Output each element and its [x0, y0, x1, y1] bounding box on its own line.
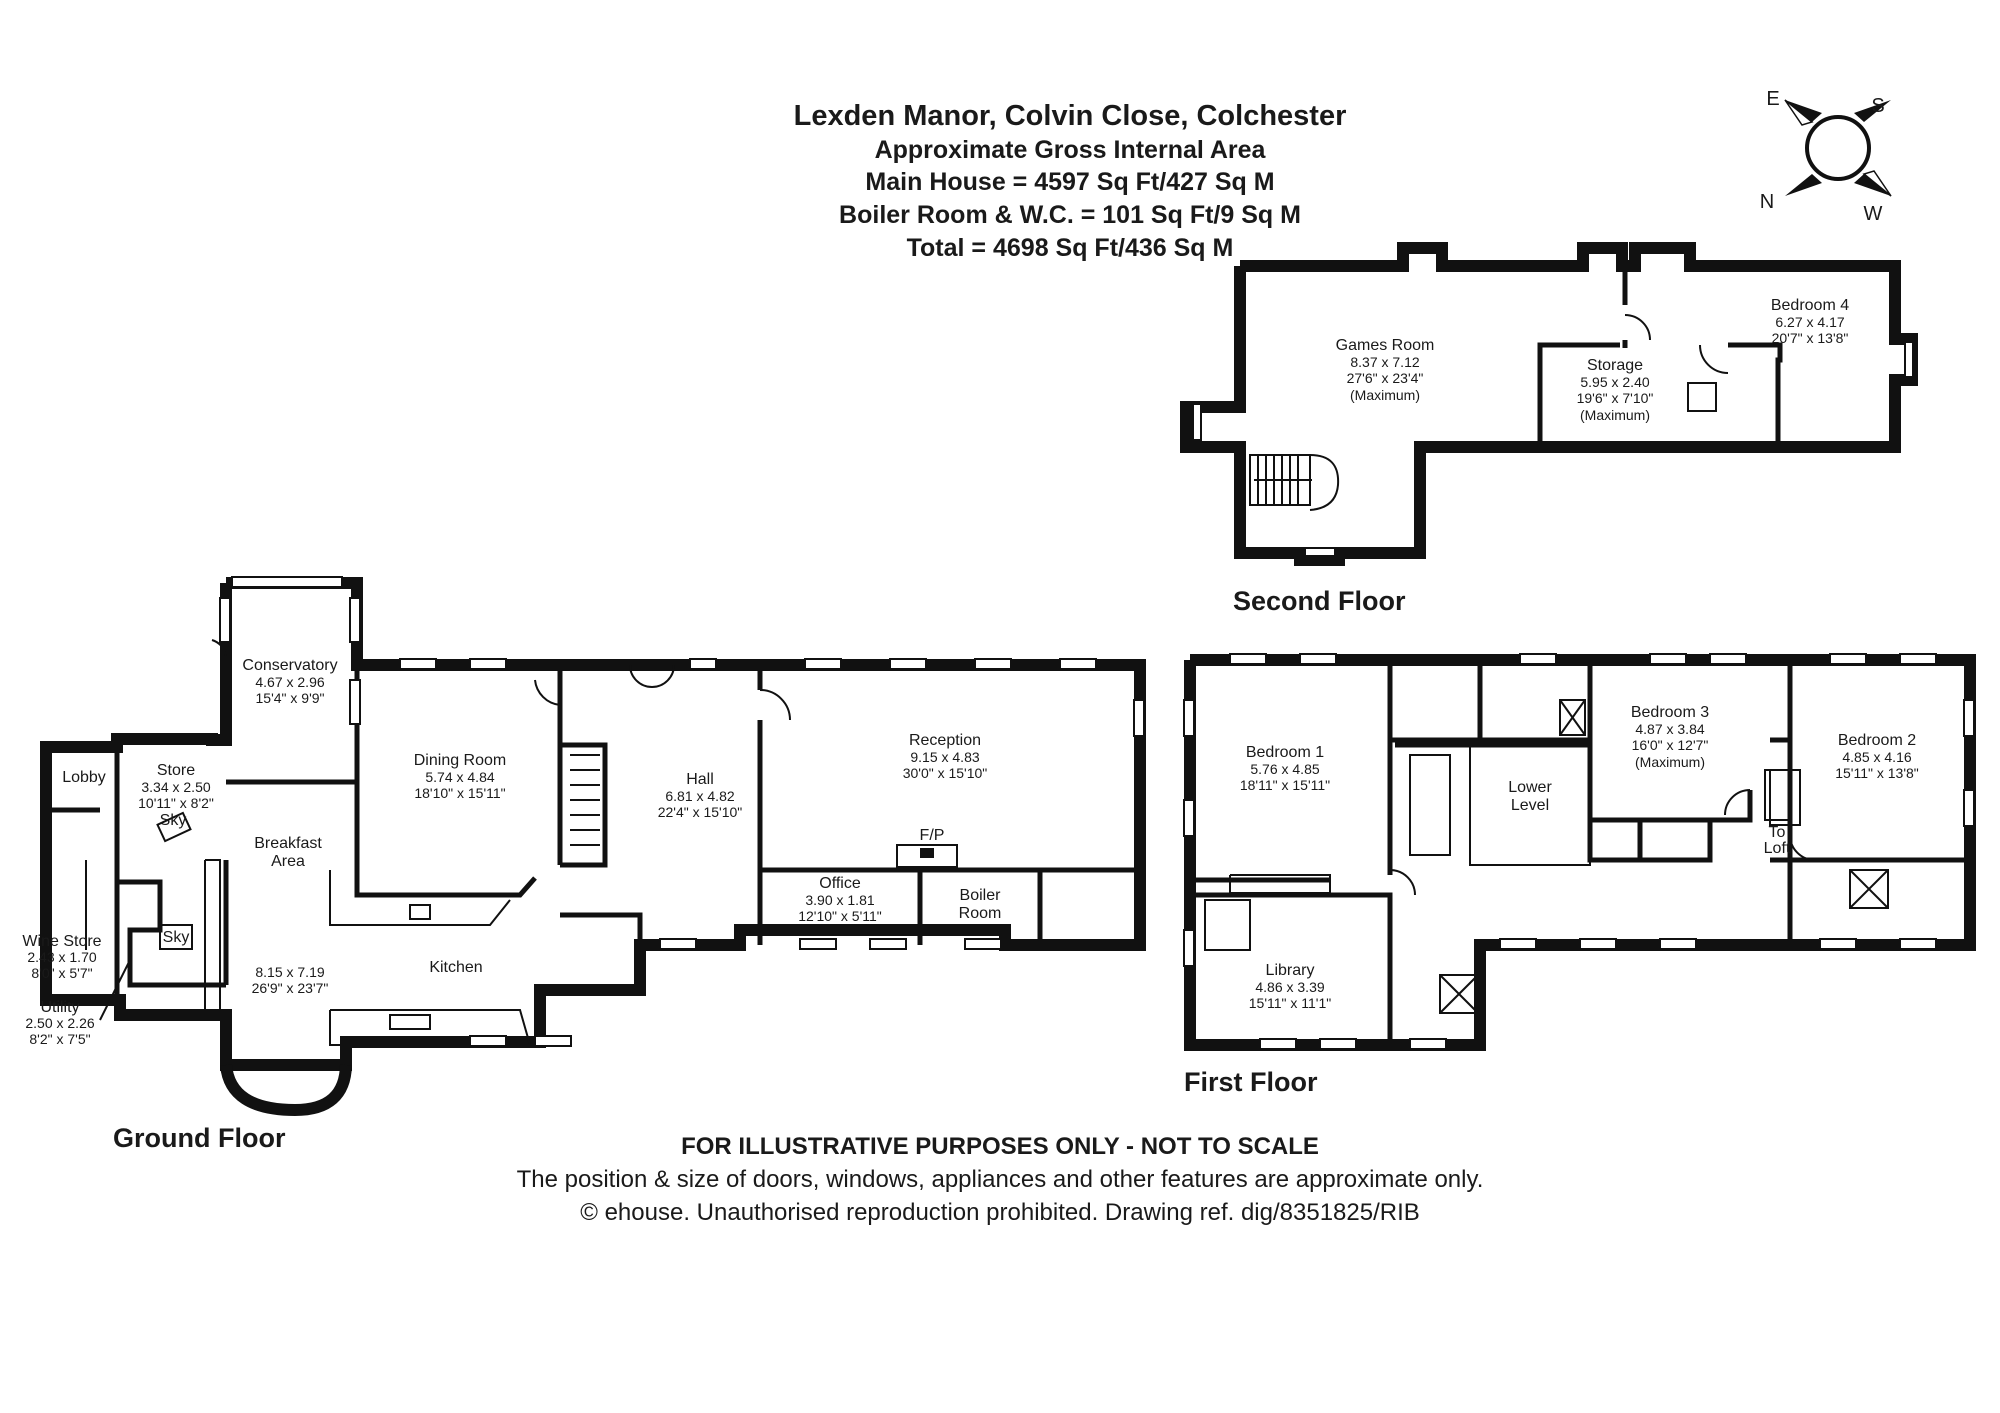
dining-room-name: Dining Room	[414, 752, 506, 769]
disclaimer-text: The position & size of doors, windows, a…	[516, 1166, 1484, 1193]
bedroom1-metric: 5.76 x 4.85	[1250, 761, 1319, 777]
lower-level-name2: Level	[1511, 797, 1549, 814]
hall-imperial: 22'4" x 15'10"	[658, 804, 743, 820]
utility-imperial: 8'2" x 7'5"	[29, 1031, 90, 1047]
store-metric: 3.34 x 2.50	[141, 779, 210, 795]
main-house-area: Main House = 4597 Sq Ft/427 Sq M	[865, 168, 1275, 196]
bedroom3-name: Bedroom 3	[1631, 704, 1709, 721]
store-imperial: 10'11" x 8'2"	[138, 795, 214, 811]
conservatory-metric: 4.67 x 2.96	[255, 674, 324, 690]
reception-imperial: 30'0" x 15'10"	[903, 765, 988, 781]
storage-name: Storage	[1587, 357, 1643, 374]
ground-floor-label: Ground Floor	[113, 1123, 286, 1153]
dining-room-metric: 5.74 x 4.84	[425, 769, 494, 785]
compass-n: N	[1760, 191, 1774, 213]
dining-room-imperial: 18'10" x 15'11"	[414, 785, 505, 801]
disclaimer-heading: FOR ILLUSTRATIVE PURPOSES ONLY - NOT TO …	[681, 1133, 1319, 1160]
wine-store-metric: 2.43 x 1.70	[27, 949, 96, 965]
hall-metric: 6.81 x 4.82	[665, 788, 734, 804]
fireplace-label: F/P	[920, 827, 945, 844]
office-name: Office	[819, 875, 861, 892]
to-loft-label: To	[1769, 824, 1786, 841]
utility-name: Utility	[40, 999, 79, 1016]
library-name: Library	[1266, 962, 1315, 979]
kitchen-metric: 8.15 x 7.19	[255, 964, 324, 980]
second-floor-plan: Games Room 8.37 x 7.12 27'6" x 23'4" (Ma…	[1180, 242, 1918, 566]
ground-floor-plan: Sky Sky Conservatory 4.67 x 2.96 15'4" x…	[22, 576, 1146, 1117]
library-metric: 4.86 x 3.39	[1255, 979, 1324, 995]
bedroom2-metric: 4.85 x 4.16	[1842, 749, 1911, 765]
utility-metric: 2.50 x 2.26	[25, 1015, 94, 1031]
to-loft-label2: Loft	[1764, 840, 1791, 857]
lower-level-name: Lower	[1508, 779, 1552, 796]
bedroom2-imperial: 15'11" x 13'8"	[1835, 765, 1919, 781]
compass-s: S	[1871, 95, 1884, 117]
office-imperial: 12'10" x 5'11"	[798, 908, 882, 924]
bedroom4-name: Bedroom 4	[1771, 297, 1849, 314]
utility-sky-label: Sky	[163, 929, 190, 946]
second-floor-label: Second Floor	[1233, 586, 1406, 616]
wine-store-imperial: 8'0" x 5'7"	[31, 965, 92, 981]
games-room-note: (Maximum)	[1350, 387, 1420, 403]
breakfast-name: Breakfast	[254, 835, 322, 852]
first-floor-plan: Bedroom 1 5.76 x 4.85 18'11" x 15'11" Lo…	[1183, 653, 1976, 1051]
games-room-metric: 8.37 x 7.12	[1350, 354, 1419, 370]
bedroom1-imperial: 18'11" x 15'11"	[1240, 777, 1330, 793]
total-area: Total = 4698 Sq Ft/436 Sq M	[906, 234, 1234, 262]
plan-subtitle: Approximate Gross Internal Area	[874, 136, 1266, 164]
hall-name: Hall	[686, 771, 714, 788]
storage-imperial: 19'6" x 7'10"	[1577, 390, 1654, 406]
plan-title: Lexden Manor, Colvin Close, Colchester	[793, 100, 1347, 132]
reception-name: Reception	[909, 732, 981, 749]
bedroom4-imperial: 20'7" x 13'8"	[1772, 330, 1849, 346]
wine-store-name: Wine Store	[22, 933, 101, 950]
bedroom2-name: Bedroom 2	[1838, 732, 1916, 749]
lobby-name: Lobby	[62, 769, 106, 786]
first-floor-label: First Floor	[1184, 1067, 1318, 1097]
boiler-room-name: Boiler	[960, 887, 1002, 904]
storage-note: (Maximum)	[1580, 407, 1650, 423]
compass-icon: E S N W	[1760, 88, 1892, 225]
compass-w: W	[1864, 203, 1883, 225]
games-room-name: Games Room	[1336, 337, 1435, 354]
bedroom1-name: Bedroom 1	[1246, 744, 1324, 761]
copyright-text: © ehouse. Unauthorised reproduction proh…	[580, 1199, 1420, 1226]
office-metric: 3.90 x 1.81	[805, 892, 874, 908]
bedroom4-metric: 6.27 x 4.17	[1775, 314, 1844, 330]
storage-metric: 5.95 x 2.40	[1580, 374, 1649, 390]
games-room-imperial: 27'6" x 23'4"	[1347, 370, 1424, 386]
boiler-area: Boiler Room & W.C. = 101 Sq Ft/9 Sq M	[839, 201, 1301, 229]
store-sky-label: Sky	[160, 812, 187, 829]
kitchen-imperial: 26'9" x 23'7"	[252, 980, 329, 996]
conservatory-name: Conservatory	[242, 657, 337, 674]
boiler-room-name2: Room	[959, 905, 1002, 922]
kitchen-name: Kitchen	[429, 959, 482, 976]
store-name: Store	[157, 762, 195, 779]
compass-e: E	[1766, 88, 1779, 110]
bedroom3-metric: 4.87 x 3.84	[1635, 721, 1704, 737]
bedroom3-imperial: 16'0" x 12'7"	[1632, 737, 1709, 753]
library-imperial: 15'11" x 11'1"	[1249, 995, 1332, 1011]
conservatory-imperial: 15'4" x 9'9"	[256, 690, 325, 706]
bedroom3-note: (Maximum)	[1635, 754, 1705, 770]
breakfast-name2: Area	[271, 853, 305, 870]
reception-metric: 9.15 x 4.83	[910, 749, 979, 765]
